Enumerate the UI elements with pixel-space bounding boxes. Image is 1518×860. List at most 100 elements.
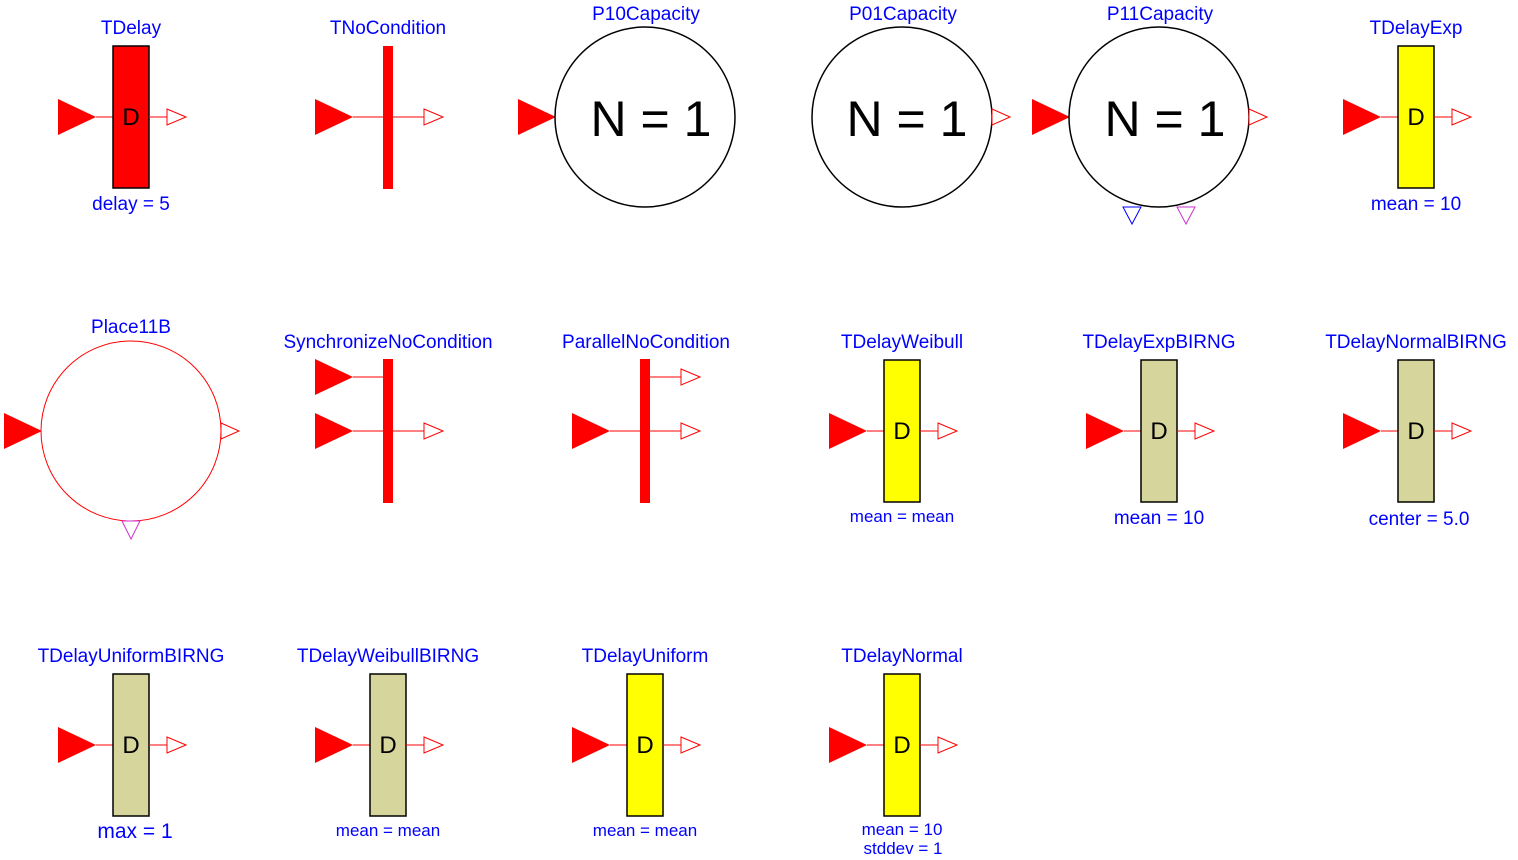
tdelayweibullbirng-param: mean = mean: [336, 821, 440, 840]
output-port-icon[interactable]: [991, 108, 1012, 126]
delay-box: [369, 673, 407, 817]
tdelayuniform-block[interactable]: TDelayUniform D mean = mean: [572, 646, 708, 840]
tdelayuniformbirng-param: max = 1: [97, 820, 172, 843]
place11b-block[interactable]: Place11B: [4, 317, 241, 541]
output-port-icon[interactable]: [423, 736, 445, 754]
delay-box: [1397, 359, 1435, 503]
delay-letter: D: [893, 418, 910, 445]
place-circle: [554, 26, 736, 208]
input-port-1-icon[interactable]: [315, 359, 353, 395]
tdelayexp-param: mean = 10: [1371, 194, 1461, 215]
tdelaynormalbirng-name: TDelayNormalBIRNG: [1325, 332, 1507, 353]
delay-box: [883, 359, 921, 503]
delay-letter: D: [122, 732, 139, 759]
output-port-icon[interactable]: [423, 108, 445, 126]
parallelnocondition-block[interactable]: ParallelNoCondition: [562, 332, 730, 503]
capacity-text: N = 1: [847, 91, 968, 147]
synchronizenocondition-block[interactable]: SynchronizeNoCondition: [283, 332, 493, 503]
output-port-2-icon[interactable]: [680, 422, 702, 440]
tdelayexp-block[interactable]: TDelayExp D mean = 10: [1343, 18, 1473, 215]
input-port-icon[interactable]: [1343, 99, 1381, 135]
delay-letter: D: [636, 732, 653, 759]
output-port-icon[interactable]: [166, 736, 188, 754]
input-port-icon[interactable]: [1343, 413, 1381, 449]
output-port-icon[interactable]: [220, 422, 241, 440]
p11capacity-block[interactable]: P11Capacity N = 1: [1032, 4, 1269, 226]
delay-box: [112, 673, 150, 817]
tdelayuniformbirng-name: TDelayUniformBIRNG: [38, 646, 225, 667]
capacity-text: N = 1: [591, 91, 712, 147]
input-port-icon[interactable]: [572, 727, 610, 763]
input-port-icon[interactable]: [1032, 99, 1070, 135]
input-port-icon[interactable]: [572, 413, 610, 449]
tdelayexpbirng-param: mean = 10: [1114, 508, 1204, 529]
tdelayexp-name: TDelayExp: [1370, 18, 1463, 39]
capacity-text: N = 1: [1105, 91, 1226, 147]
tdelaynormalbirng-param: center = 5.0: [1369, 509, 1470, 530]
transition-bar: [640, 359, 650, 503]
output-port-icon[interactable]: [1248, 108, 1269, 126]
output-port-icon[interactable]: [1451, 422, 1473, 440]
output-port-icon[interactable]: [1194, 422, 1216, 440]
transition-bar: [383, 359, 393, 503]
output-port-icon[interactable]: [680, 736, 702, 754]
input-port-icon[interactable]: [315, 99, 353, 135]
tdelay-param: delay = 5: [92, 194, 170, 215]
tdelayuniform-param: mean = mean: [593, 821, 697, 840]
delay-letter: D: [122, 104, 139, 131]
magenta-port-icon[interactable]: [121, 520, 141, 541]
tdelayweibull-name: TDelayWeibull: [841, 332, 963, 353]
delay-letter: D: [1150, 418, 1167, 445]
output-port-icon[interactable]: [937, 736, 959, 754]
tdelay-block[interactable]: TDelay D delay = 5: [58, 18, 188, 215]
tdelayuniformbirng-block[interactable]: TDelayUniformBIRNG D max = 1: [38, 646, 225, 843]
tdelayuniform-name: TDelayUniform: [582, 646, 709, 667]
input-port-icon[interactable]: [1086, 413, 1124, 449]
output-port-icon[interactable]: [937, 422, 959, 440]
tnocondition-name: TNoCondition: [330, 18, 446, 39]
place-circle: [40, 340, 222, 522]
tdelayweibullbirng-block[interactable]: TDelayWeibullBIRNG D mean = mean: [297, 646, 479, 840]
tdelaynormal-name: TDelayNormal: [841, 646, 962, 667]
input-port-icon[interactable]: [829, 727, 867, 763]
input-port-icon[interactable]: [315, 727, 353, 763]
tdelaynormalbirng-block[interactable]: TDelayNormalBIRNG D center = 5.0: [1325, 332, 1507, 530]
blue-port-icon[interactable]: [1122, 206, 1142, 226]
input-port-icon[interactable]: [4, 413, 42, 449]
tdelayweibull-param: mean = mean: [850, 507, 954, 526]
input-port-icon[interactable]: [58, 727, 96, 763]
tdelayexpbirng-name: TDelayExpBIRNG: [1082, 332, 1235, 353]
place11b-name: Place11B: [91, 317, 171, 338]
input-port-icon[interactable]: [829, 413, 867, 449]
p01capacity-block[interactable]: P01Capacity N = 1: [811, 4, 1012, 208]
tdelayweibull-block[interactable]: TDelayWeibull D mean = mean: [829, 332, 963, 526]
tdelayweibullbirng-name: TDelayWeibullBIRNG: [297, 646, 479, 667]
delay-box: [626, 673, 664, 817]
input-port-icon[interactable]: [58, 99, 96, 135]
delay-letter: D: [379, 732, 396, 759]
output-port-icon[interactable]: [166, 108, 188, 126]
tdelayexpbirng-block[interactable]: TDelayExpBIRNG D mean = 10: [1082, 332, 1235, 529]
parallelnocondition-name: ParallelNoCondition: [562, 332, 730, 353]
delay-box: [883, 673, 921, 817]
magenta-port-icon[interactable]: [1176, 206, 1196, 226]
tdelay-name: TDelay: [101, 18, 162, 39]
p10capacity-block[interactable]: P10Capacity N = 1: [518, 4, 736, 208]
tdelaynormal-param-mean: mean = 10: [862, 820, 943, 839]
input-port-2-icon[interactable]: [315, 413, 353, 449]
delay-box: [1397, 45, 1435, 189]
transition-bar: [383, 46, 393, 189]
output-port-1-icon[interactable]: [680, 368, 702, 386]
output-port-icon[interactable]: [1451, 108, 1473, 126]
tnocondition-block[interactable]: TNoCondition: [315, 18, 446, 189]
output-port-icon[interactable]: [423, 422, 445, 440]
input-port-icon[interactable]: [518, 99, 556, 135]
delay-box: [1140, 359, 1178, 503]
tdelaynormal-block[interactable]: TDelayNormal D mean = 10 stddev = 1: [829, 646, 963, 858]
delay-letter: D: [893, 732, 910, 759]
p01capacity-name: P01Capacity: [849, 4, 957, 25]
p11capacity-name: P11Capacity: [1107, 4, 1214, 25]
tdelaynormal-param-stddev: stddev = 1: [864, 839, 943, 858]
delay-letter: D: [1407, 418, 1424, 445]
